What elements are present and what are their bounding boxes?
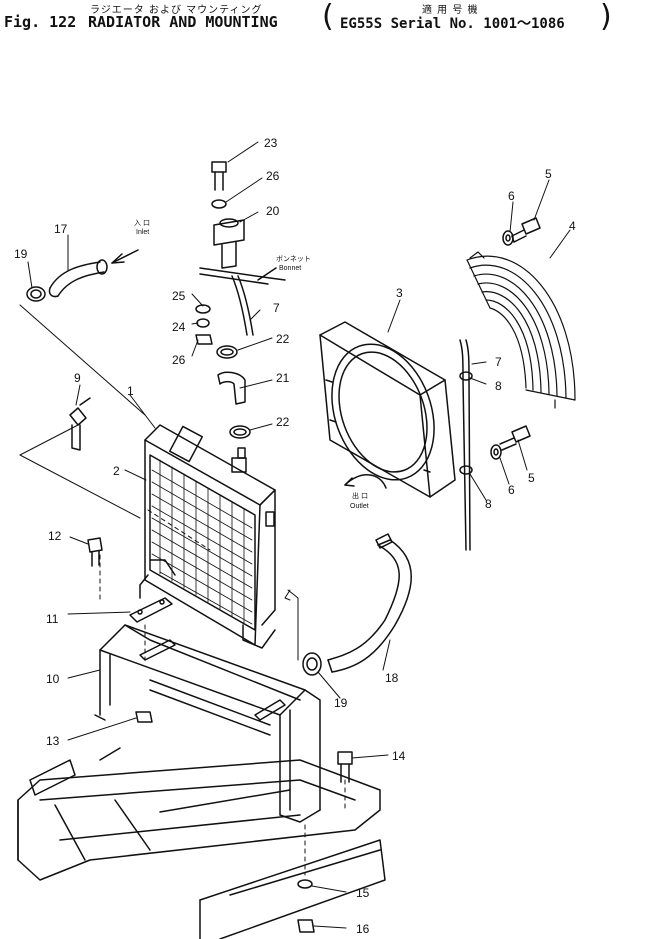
callout-1: 1 — [127, 384, 134, 398]
base-frame — [17, 747, 386, 939]
callout-21: 21 — [276, 371, 290, 385]
figure-header: ラジエータ および マウンティング 適 用 号 機 Fig. 122 RADIA… — [4, 0, 644, 40]
callout-8-lower: 8 — [485, 497, 492, 511]
callout-6-upper: 6 — [508, 189, 515, 203]
overflow-tube — [459, 339, 473, 551]
bolt-12 — [87, 537, 103, 567]
hose-clamp-22-lower — [229, 425, 251, 439]
callout-11: 11 — [46, 612, 59, 626]
overflow-tube-upper — [231, 275, 254, 336]
washer-6-lower — [490, 444, 502, 460]
mounting-bracket — [94, 624, 321, 823]
nut-13 — [135, 711, 153, 723]
inlet-label-en: Inlet — [136, 229, 149, 236]
callout-23: 23 — [264, 136, 278, 150]
callout-5-upper: 5 — [545, 167, 552, 181]
inlet-label-jp: 入 口 — [134, 219, 150, 227]
radiator-dashed-guides — [99, 509, 346, 876]
callout-10: 10 — [46, 672, 60, 686]
callout-2: 2 — [113, 464, 120, 478]
nut-16 — [297, 919, 315, 933]
upper-hose — [48, 259, 108, 298]
applicability-japanese: 適 用 号 機 — [422, 5, 479, 16]
callout-8-upper: 8 — [495, 379, 502, 393]
bolt-5-upper — [511, 217, 541, 243]
bolt-23 — [211, 161, 227, 191]
callout-19-upper: 19 — [14, 247, 28, 261]
callout-19-lower: 19 — [334, 696, 348, 710]
lower-hose — [327, 533, 412, 673]
callout-20: 20 — [266, 204, 280, 218]
washer-26-upper — [211, 199, 227, 209]
callout-24: 24 — [172, 320, 186, 334]
callout-5-lower: 5 — [528, 471, 535, 485]
fan-guard — [466, 251, 576, 409]
filler-neck — [213, 218, 245, 269]
callout-9: 9 — [74, 371, 81, 385]
callout-4: 4 — [569, 219, 576, 233]
left-paren: ( — [322, 0, 334, 34]
bolt-5-lower — [499, 425, 531, 451]
callout-25: 25 — [172, 289, 186, 303]
washer-15 — [297, 879, 313, 889]
callout-6-lower: 6 — [508, 483, 515, 497]
outlet-label-jp: 出 口 — [352, 491, 368, 500]
radiator-mesh — [151, 459, 253, 625]
bonnet-label-jp: ボンネット — [276, 255, 311, 263]
callout-26-upper: 26 — [266, 169, 280, 183]
outlet-label-en: Outlet — [350, 503, 369, 510]
title-japanese: ラジエータ および マウンティング — [90, 5, 263, 16]
callout-22-lower: 22 — [276, 415, 290, 429]
figure-title: RADIATOR AND MOUNTING — [88, 13, 278, 31]
bonnet-pointer — [257, 267, 277, 281]
callout-13: 13 — [46, 734, 60, 748]
callout-17: 17 — [54, 222, 68, 236]
outlet-arrow — [344, 474, 387, 489]
callout-15: 15 — [356, 886, 370, 900]
callout-16: 16 — [356, 922, 370, 936]
callout-18: 18 — [385, 671, 399, 685]
callout-3: 3 — [396, 286, 403, 300]
hose-clamp-22-upper — [216, 345, 238, 359]
hose-clamp-19-upper — [26, 286, 46, 302]
callout-22-upper: 22 — [276, 332, 290, 346]
applicability-serial: EG55S Serial No. 1001～1086 — [340, 16, 565, 32]
figure-number: Fig. 122 — [4, 13, 77, 31]
callout-7-lower: 7 — [495, 355, 502, 369]
washer-25 — [195, 304, 211, 314]
fan-shroud — [319, 321, 456, 498]
callout-7-upper: 7 — [273, 301, 280, 315]
washer-24 — [196, 318, 210, 328]
inlet-arrow — [111, 249, 139, 264]
leader-lines — [19, 141, 571, 929]
washer-6-upper — [502, 230, 514, 246]
drain-cock — [69, 397, 91, 451]
callout-26-lower: 26 — [172, 353, 186, 367]
bonnet-label-en: Bonnet — [279, 265, 301, 272]
bolt-14 — [337, 751, 353, 783]
nut-26-lower — [195, 334, 213, 345]
mounting-strap — [129, 597, 286, 721]
callout-14: 14 — [392, 749, 406, 763]
right-paren: ) — [600, 0, 612, 34]
hose-clamp-19-lower — [302, 652, 322, 676]
hose-21 — [217, 371, 246, 405]
callout-labels: 1 2 3 4 5 5 6 6 7 7 8 8 9 10 11 12 13 14… — [14, 136, 576, 936]
callout-12: 12 — [48, 529, 62, 543]
